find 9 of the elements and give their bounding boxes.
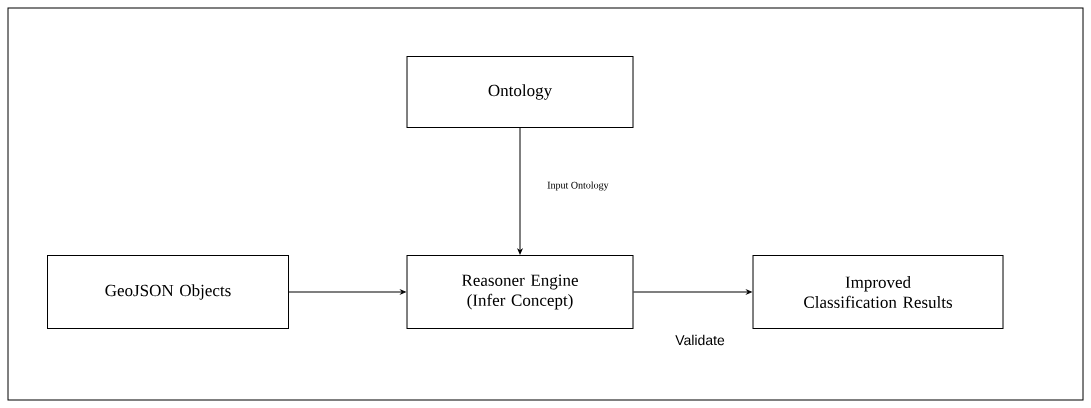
arrow [288, 289, 406, 295]
process-box: Reasoner Engine (Infer Concept) [406, 255, 634, 329]
edge-label: Validate [674, 333, 726, 347]
arrow [517, 127, 523, 255]
edge-label: Input Ontology [546, 180, 610, 192]
process-box: Improved Classification Results [752, 255, 1004, 329]
process-box: GeoJSON Objects [47, 255, 289, 329]
process-box: Ontology [406, 56, 634, 128]
arrow [633, 289, 752, 295]
